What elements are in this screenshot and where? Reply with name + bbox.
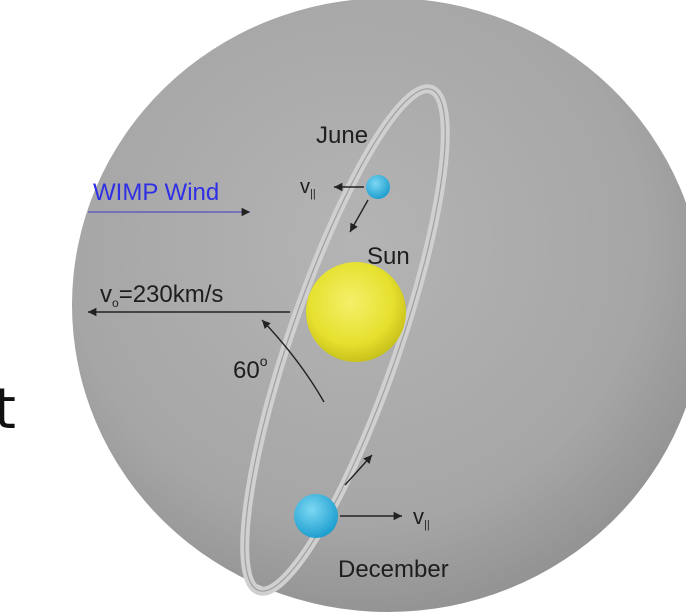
angle-arc: [261, 319, 325, 403]
v-earth-june-label: v||: [300, 176, 316, 200]
v-earth-december-label: v||: [413, 504, 430, 531]
sun: [306, 262, 406, 362]
earth-june: [366, 175, 390, 199]
edge-glyph: t: [0, 377, 16, 442]
earth-december: [294, 494, 338, 538]
wimp-wind-label: WIMP Wind: [93, 179, 219, 206]
orbit-direction-arrow-upper: [349, 199, 369, 233]
june-label: June: [316, 122, 368, 149]
v-galactic-label: vo=230km/s: [100, 281, 223, 310]
angle-label: 60o: [233, 353, 268, 384]
earth-orbit: [240, 84, 450, 596]
december-label: December: [338, 556, 449, 583]
sun-label: Sun: [367, 243, 410, 270]
orbit-direction-arrow-lower: [344, 454, 373, 486]
